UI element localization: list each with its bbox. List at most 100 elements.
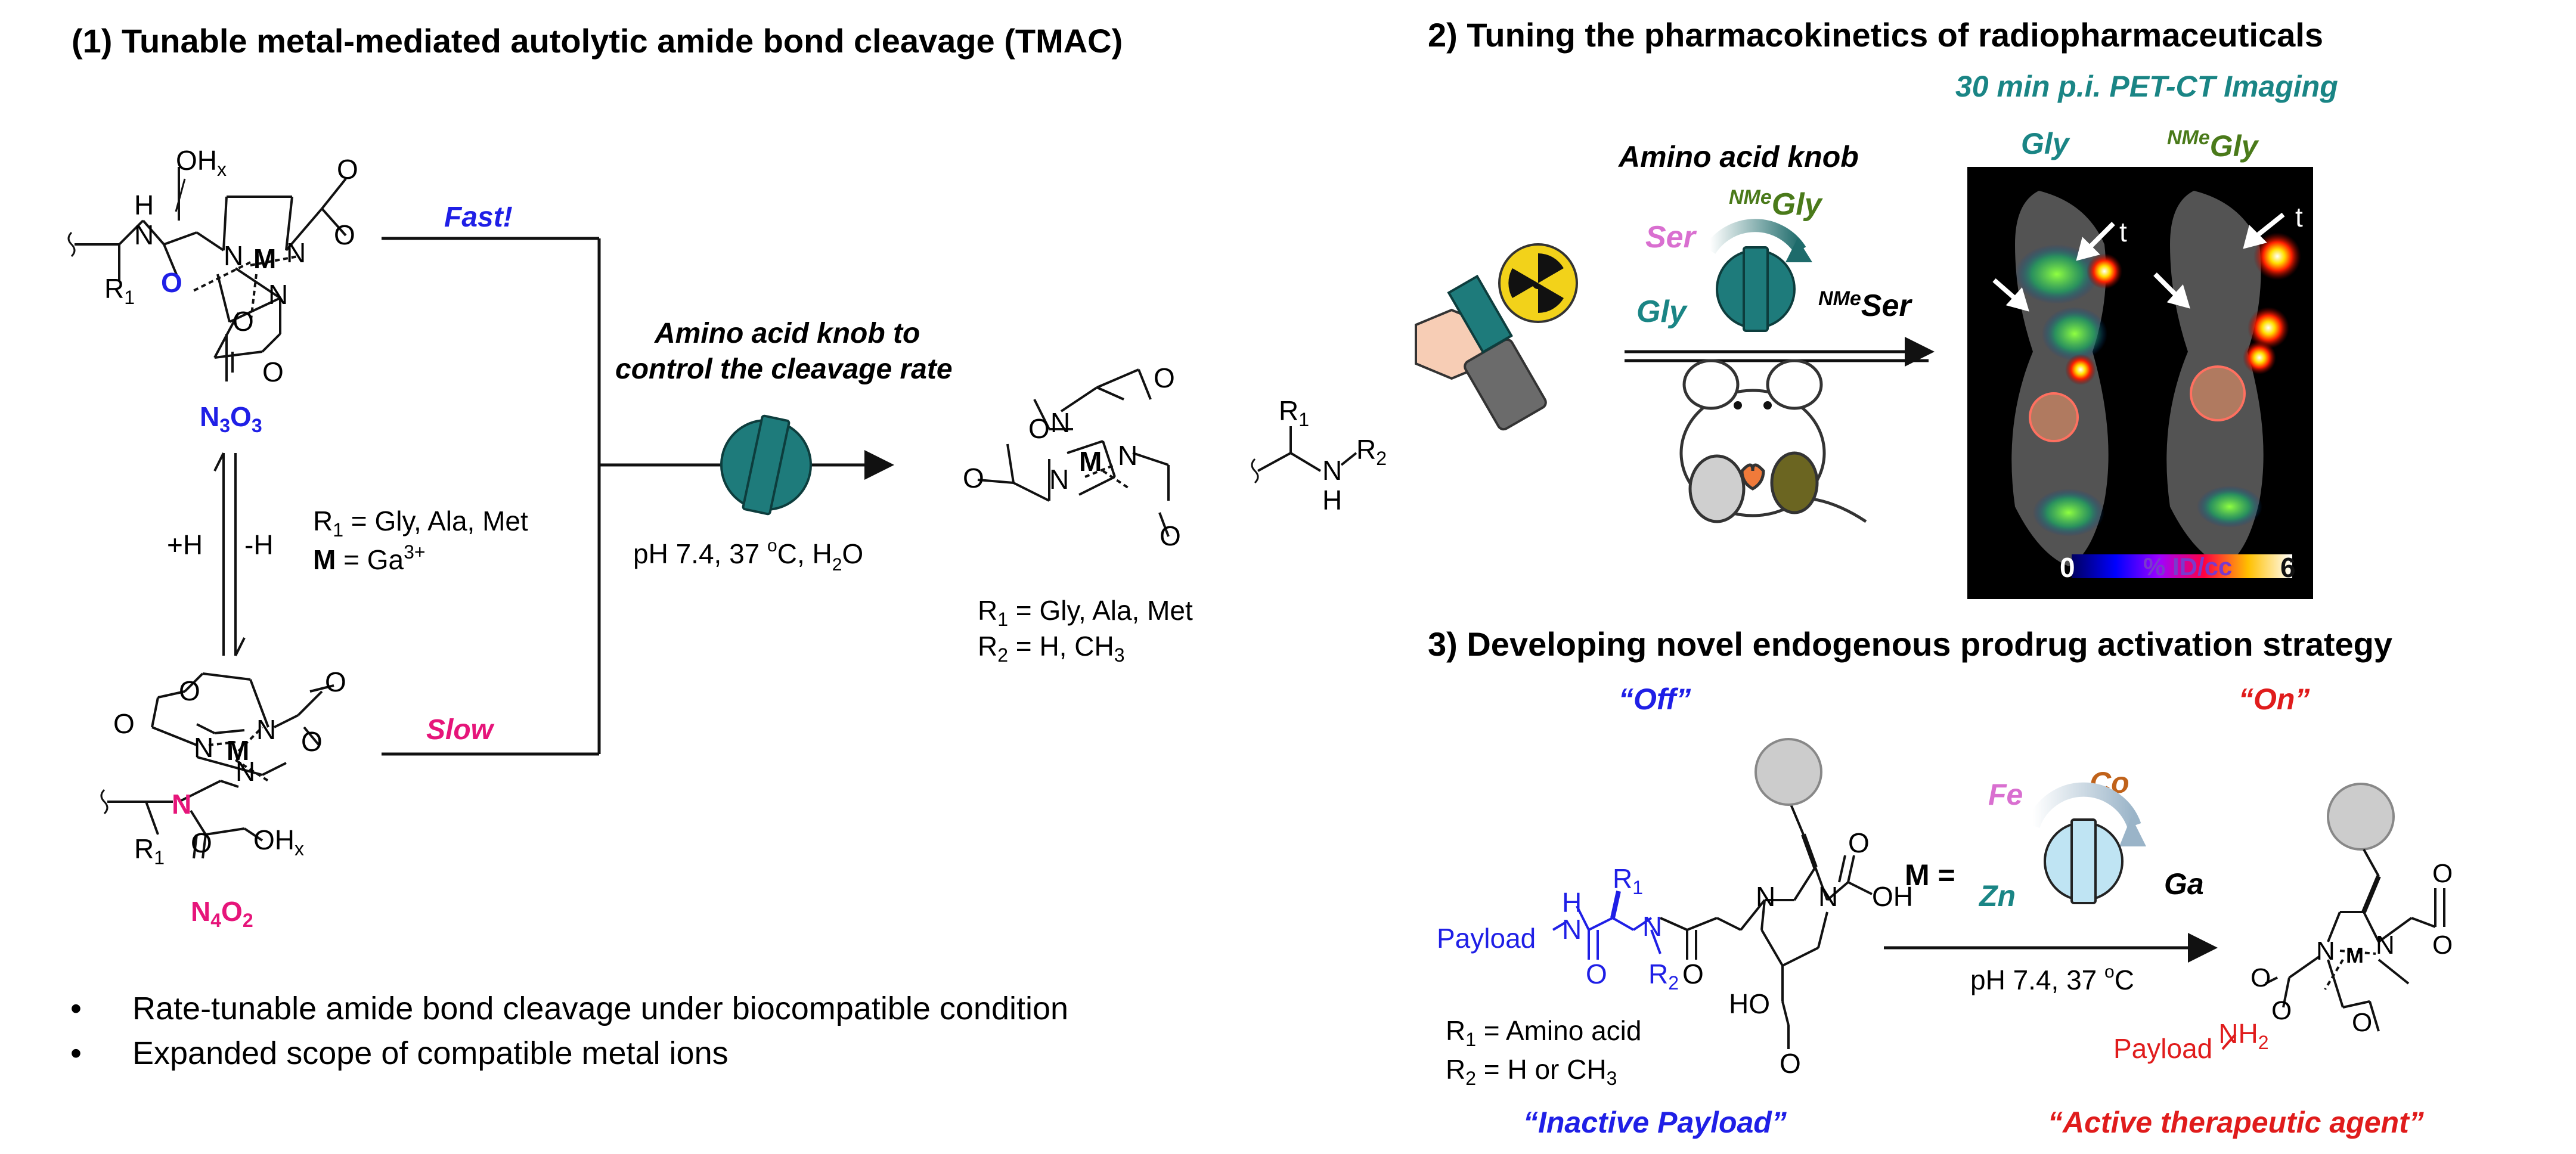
- cleavage-knob-icon: [720, 414, 812, 516]
- svg-text:O: O: [1848, 827, 1870, 858]
- product-complex-labels: O O O O N N N M: [963, 362, 1181, 551]
- svg-text:N: N: [172, 789, 191, 820]
- svg-text:O: O: [334, 219, 355, 250]
- pk-knob-icon: [1704, 219, 1812, 332]
- color-scale-bar: [2072, 554, 2292, 578]
- mouse-scan-gly: [2011, 191, 2122, 566]
- svg-text:M: M: [227, 735, 249, 766]
- svg-text:O: O: [2432, 859, 2453, 888]
- fast-slow-bracket: [382, 237, 894, 756]
- activated-complex: [2265, 849, 2445, 1032]
- prodrug-r2: R2 = H or CH3: [1446, 1054, 1617, 1089]
- on-label: “On”: [2239, 683, 2310, 716]
- svg-text:O: O: [161, 267, 182, 298]
- prodrug-linker: [1660, 798, 1873, 1049]
- svg-text:M: M: [253, 243, 276, 274]
- tumor-label-1: t: [2119, 216, 2127, 247]
- knob-nme-ser: NMeSer: [1818, 287, 1912, 323]
- svg-text:N: N: [256, 714, 276, 745]
- bullet-2-dot: •: [70, 1035, 82, 1071]
- bullet-2: Expanded scope of compatible metal ions: [132, 1035, 729, 1071]
- svg-text:H: H: [1322, 485, 1342, 516]
- svg-text:N: N: [1322, 455, 1342, 486]
- fast-label: Fast!: [444, 201, 513, 233]
- tumor-label-2: t: [2295, 201, 2303, 232]
- image-label-nme-gly: NMeGly: [2167, 126, 2259, 163]
- radiotracer-icon: [1415, 243, 1578, 431]
- svg-text:O: O: [1586, 958, 1607, 989]
- amine-product: [1251, 426, 1357, 484]
- bottom-complex-labels: O O O O O N M N N N R1 OHx N4O2: [113, 666, 346, 931]
- svg-text:N: N: [268, 279, 288, 310]
- svg-text:M: M: [1079, 446, 1102, 477]
- equilibrium-arrows: [213, 452, 246, 656]
- top-complex-labels: OHx H N R1 O N M N N O O O O N3O3: [104, 145, 358, 436]
- metal-ga: Ga: [2164, 867, 2204, 901]
- tumor-arrows: [1992, 212, 2285, 312]
- panel-1: (1) Tunable metal-mediated autolytic ami…: [67, 22, 1387, 1071]
- scale-max: 6: [2280, 552, 2296, 583]
- knob-title-1: Amino acid knob to: [654, 318, 920, 349]
- svg-text:R1: R1: [134, 833, 165, 868]
- svg-text:OH: OH: [1872, 881, 1913, 912]
- image-label-gly: Gly: [2021, 127, 2070, 160]
- activated-complex-labels: N N M O O O O O: [2250, 859, 2453, 1037]
- svg-text:O: O: [2250, 963, 2271, 992]
- conditions-m: M = Ga3+: [313, 541, 426, 575]
- mouse-scan-nme-gly: [2166, 191, 2301, 566]
- active-agent-label: “Active therapeutic agent”: [2048, 1106, 2424, 1139]
- svg-text:O: O: [179, 675, 200, 706]
- knob-ser: Ser: [1645, 220, 1697, 255]
- bullet-1-dot: •: [70, 991, 82, 1026]
- n4o2-label: N4O2: [191, 896, 253, 931]
- product-complex: [977, 368, 1170, 537]
- payload-carrier-sphere-2: [2327, 783, 2395, 851]
- svg-text:N: N: [1642, 911, 1662, 942]
- imaging-label: 30 min p.i. PET-CT Imaging: [1955, 70, 2338, 103]
- svg-text:O: O: [113, 708, 135, 739]
- payload-carrier-sphere-1: [1754, 738, 1822, 806]
- panel-1-title: (1) Tunable metal-mediated autolytic ami…: [72, 22, 1123, 60]
- panel-3: 3) Developing novel endogenous prodrug a…: [1428, 625, 2453, 1139]
- n3o3-label: N3O3: [200, 401, 262, 436]
- product-r2: R2 = H, CH3: [978, 631, 1124, 666]
- svg-text:O: O: [2432, 930, 2453, 960]
- svg-text:R1: R1: [1613, 863, 1643, 898]
- svg-text:N: N: [1050, 407, 1070, 438]
- panel-2-title: 2) Tuning the pharmacokinetics of radiop…: [1428, 16, 2323, 54]
- bottom-complex-n4o2: [100, 672, 334, 859]
- svg-text:N: N: [1049, 464, 1069, 495]
- svg-text:H: H: [134, 190, 154, 221]
- prodrug-labels: Payload H N O R1 N R2 O N N O OH HO O: [1437, 827, 1913, 1079]
- svg-text:O: O: [1154, 362, 1175, 393]
- svg-text:O: O: [1028, 413, 1050, 444]
- svg-text:N: N: [2316, 936, 2335, 966]
- svg-text:O: O: [1682, 958, 1704, 989]
- metal-equals: M =: [1905, 858, 1955, 892]
- knob-gly: Gly: [1636, 294, 1688, 329]
- svg-text:N: N: [2376, 930, 2395, 960]
- svg-text:OHx: OHx: [253, 824, 304, 860]
- activation-conditions: pH 7.4, 37 oC: [1970, 962, 2134, 995]
- svg-text:R2: R2: [1648, 958, 1679, 994]
- product-r1: R1 = Gly, Ala, Met: [978, 595, 1193, 630]
- off-label: “Off”: [1619, 683, 1691, 716]
- svg-text:O: O: [191, 827, 212, 858]
- svg-text:N: N: [1118, 440, 1137, 471]
- slow-label: Slow: [426, 714, 495, 746]
- svg-text:N: N: [235, 756, 255, 787]
- metal-zn: Zn: [1978, 879, 2016, 913]
- svg-text:O: O: [2271, 996, 2292, 1025]
- payload-bond: [2221, 1033, 2237, 1050]
- svg-text:N: N: [134, 219, 154, 250]
- svg-text:O: O: [233, 306, 254, 337]
- bullet-list: • Rate-tunable amide bond cleavage under…: [70, 991, 1068, 1071]
- svg-text:N: N: [1818, 881, 1838, 912]
- prodrug-r1: R1 = Amino acid: [1446, 1015, 1641, 1050]
- svg-text:OHx: OHx: [176, 145, 227, 180]
- bullet-1: Rate-tunable amide bond cleavage under b…: [132, 991, 1068, 1026]
- inactive-payload-label: “Inactive Payload”: [1523, 1106, 1787, 1139]
- svg-text:O: O: [1780, 1048, 1801, 1079]
